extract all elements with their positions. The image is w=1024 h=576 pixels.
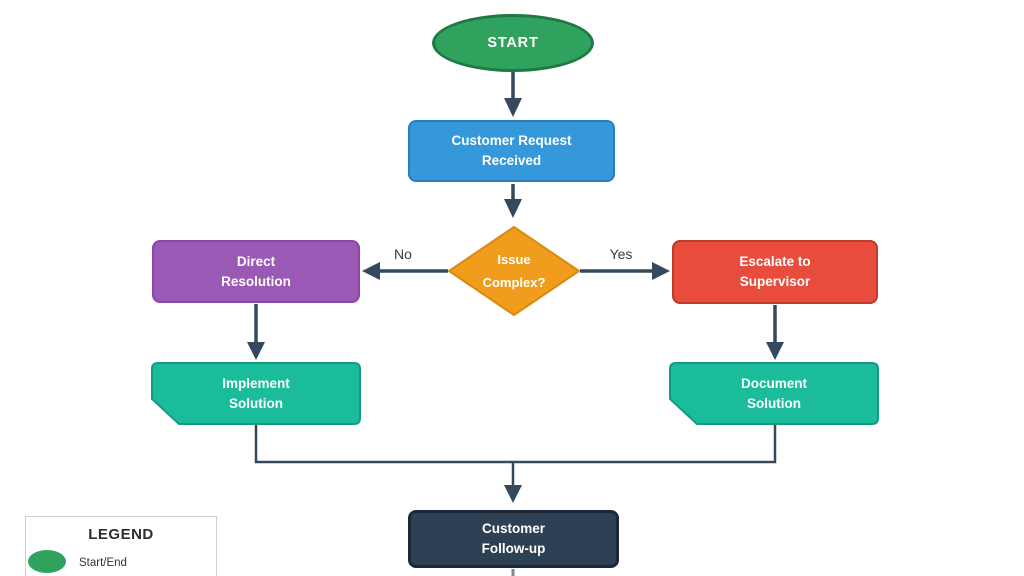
node-label-line: Customer xyxy=(481,521,545,536)
arrowheads xyxy=(247,98,784,503)
node-label-line: Complex? xyxy=(482,275,546,290)
node-issue-complex-decision: Issue Complex? xyxy=(448,227,580,315)
node-label-line: Solution xyxy=(229,395,283,411)
merge-connector-line xyxy=(254,424,777,464)
node-start-label: START xyxy=(487,35,539,51)
node-label-line: Direct xyxy=(236,253,276,269)
legend-box: LEGEND Start/End xyxy=(25,516,217,576)
node-label-line: Escalate to xyxy=(739,254,811,269)
node-label-line: Implement xyxy=(222,375,290,391)
legend-title: LEGEND xyxy=(88,526,154,543)
node-start: START xyxy=(432,14,594,72)
node-label-line: Supervisor xyxy=(739,274,811,289)
arrowhead-down-icon xyxy=(504,98,522,117)
node-label-line: Solution xyxy=(747,395,801,411)
node-implement-solution: Implement Solution xyxy=(152,363,360,424)
arrowhead-down-icon xyxy=(247,342,265,360)
node-escalate-to-supervisor: Escalate to Supervisor xyxy=(672,240,878,304)
edge-label-yes: Yes xyxy=(609,246,633,262)
node-label-line: Document xyxy=(740,375,807,391)
node-label-line: Customer Request xyxy=(451,133,572,148)
decision-diamond-shape xyxy=(448,226,580,316)
node-label-line: Follow-up xyxy=(481,541,546,556)
implement-card-shape xyxy=(151,362,361,425)
arrowhead-right-icon xyxy=(652,262,670,280)
arrowhead-down-icon xyxy=(504,485,522,503)
arrowhead-left-icon xyxy=(362,262,380,280)
node-label-line: Resolution xyxy=(221,273,291,289)
document-card-shape xyxy=(669,362,879,425)
arrowhead-down-icon xyxy=(504,199,522,218)
node-label-line: Issue xyxy=(497,252,531,267)
arrowhead-down-icon xyxy=(766,342,784,360)
start-end-ellipse-swatch-icon xyxy=(28,550,66,573)
connector-lines xyxy=(254,71,777,576)
edge-label-no: No xyxy=(394,246,412,262)
node-customer-follow-up: Customer Follow-up xyxy=(408,510,619,568)
legend-item-label: Start/End xyxy=(79,557,127,569)
node-customer-request-received: Customer Request Received xyxy=(408,120,615,182)
node-direct-resolution: Direct Resolution xyxy=(152,240,360,303)
node-document-solution: Document Solution xyxy=(670,363,878,424)
node-label-line: Received xyxy=(481,153,542,168)
